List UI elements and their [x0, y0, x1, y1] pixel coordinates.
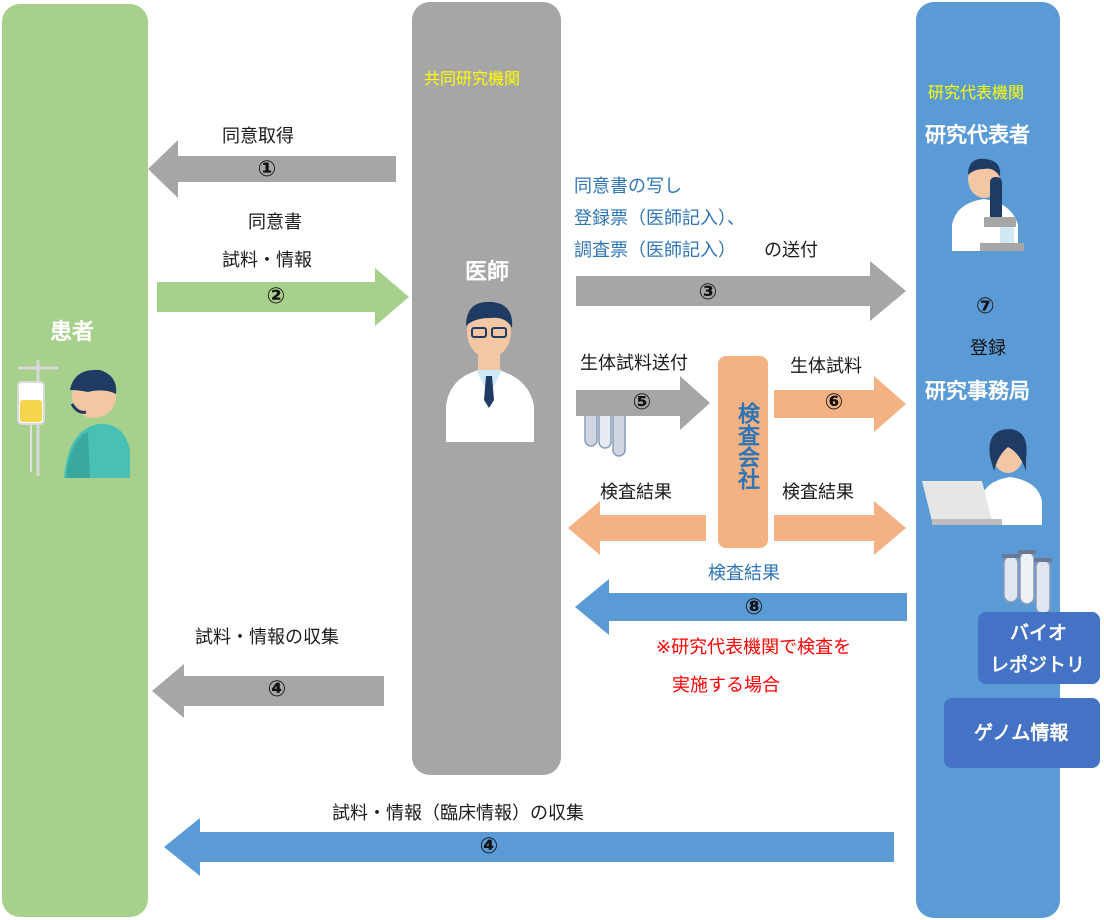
note-line1: ※研究代表機関で検査を: [656, 637, 852, 658]
test-tube-icon: [1002, 550, 1052, 615]
arrow-4a: [152, 664, 384, 718]
arrow-2-label-line1: 同意書: [248, 212, 302, 233]
arrow-8: [575, 579, 907, 635]
arrow-4b-number: ④: [479, 834, 499, 859]
arrow-1: [148, 140, 396, 198]
step-7-number: ⑦: [976, 294, 995, 319]
arrow-result-left: [568, 501, 706, 555]
arrow-2-number: ②: [266, 284, 286, 309]
result-left-label: 検査結果: [600, 482, 672, 503]
arrow-6: [774, 376, 906, 432]
arrow-1-number: ①: [257, 157, 277, 182]
physician-org-label: 共同研究機関: [424, 69, 521, 88]
biorepository-label-line2: レポジトリ: [990, 654, 1086, 676]
arrow-4a-number: ④: [267, 677, 287, 702]
arrow-4a-label: 試料・情報の収集: [195, 627, 339, 648]
arrow-8-label: 検査結果: [708, 563, 780, 584]
arrow-2-label-line2: 試料・情報: [222, 250, 312, 271]
genome-info-label: ゲノム情報: [974, 722, 1069, 744]
arrow-3-label-line1: 同意書の写し: [574, 176, 682, 197]
research-lead-title: 研究代表者: [925, 123, 1030, 147]
patient-iv-icon: [17, 360, 130, 478]
patient-title: 患者: [50, 320, 95, 345]
physician-title: 医師: [465, 260, 510, 285]
arrow-3-label-line2: 登録票（医師記入）、: [574, 208, 745, 229]
arrow-1-label: 同意取得: [222, 126, 294, 147]
arrow-2: [157, 268, 409, 326]
researcher-microscope-icon: [952, 158, 1024, 251]
arrow-5: [576, 376, 710, 430]
genome-info-box: [944, 698, 1100, 768]
arrow-6-number: ⑥: [824, 390, 844, 415]
arrow-4b: [164, 818, 894, 876]
arrow-3: [576, 261, 906, 321]
doctor-icon: [446, 301, 534, 442]
biorepository-label-line1: バイオ: [1010, 622, 1068, 644]
note-line2: 実施する場合: [672, 675, 780, 696]
arrow-3-label-line3b: の送付: [764, 240, 818, 261]
lab-company-label: 検査会社: [734, 402, 759, 490]
arrow-6-label: 生体試料: [790, 356, 862, 377]
arrow-5-number: ⑤: [632, 390, 652, 415]
biorepository-box: [978, 612, 1100, 684]
arrow-3-label-line3a: 調査票（医師記入）: [574, 240, 736, 261]
lab-company-box: [718, 356, 768, 548]
arrow-3-number: ③: [698, 280, 718, 305]
register-label: 登録: [970, 338, 1006, 359]
arrow-8-number: ⑧: [744, 595, 764, 620]
arrow-result-right: [774, 501, 906, 555]
office-worker-laptop-icon: [922, 429, 1042, 525]
arrow-4b-label: 試料・情報（臨床情報）の収集: [332, 803, 584, 824]
arrow-5-label: 生体試料送付: [580, 353, 688, 374]
research-org-label: 研究代表機関: [928, 83, 1025, 102]
result-right-label: 検査結果: [782, 482, 854, 503]
research-office-title: 研究事務局: [925, 379, 1030, 403]
